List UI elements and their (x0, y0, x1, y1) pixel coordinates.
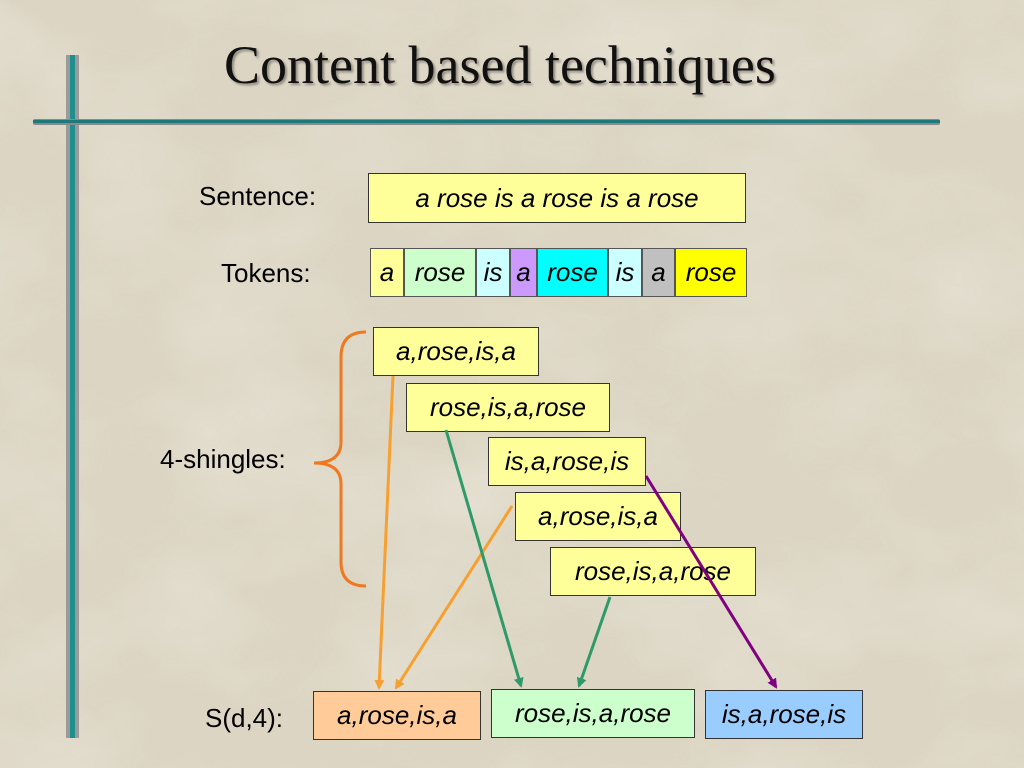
set-label: S(d,4): (205, 703, 284, 733)
token-box: rose (537, 248, 608, 297)
tokens-label: Tokens: (221, 258, 311, 288)
shingle-box: a,rose,is,a (373, 327, 539, 376)
shingle-box: rose,is,a,rose (406, 383, 610, 432)
token-box: rose (404, 248, 476, 297)
token-box: is (476, 248, 510, 297)
token-box: a (510, 248, 537, 297)
slide-title: Content based techniques (224, 35, 776, 95)
sentence-box: a rose is a rose is a rose (368, 173, 746, 223)
shingle-box: is,a,rose,is (488, 437, 646, 486)
vertical-accent-bar (66, 55, 79, 738)
set-box: a,rose,is,a (313, 691, 481, 740)
token-box: is (608, 248, 642, 297)
title-underline-bar (33, 119, 940, 125)
token-box: rose (675, 248, 747, 297)
shingle-box: rose,is,a,rose (550, 547, 756, 596)
shingles-label: 4-shingles: (160, 444, 286, 474)
set-box: is,a,rose,is (705, 690, 863, 739)
shingle-box: a,rose,is,a (515, 492, 681, 541)
set-box: rose,is,a,rose (491, 689, 695, 738)
token-box: a (642, 248, 675, 297)
token-box: a (370, 248, 404, 297)
sentence-label: Sentence: (199, 181, 317, 211)
